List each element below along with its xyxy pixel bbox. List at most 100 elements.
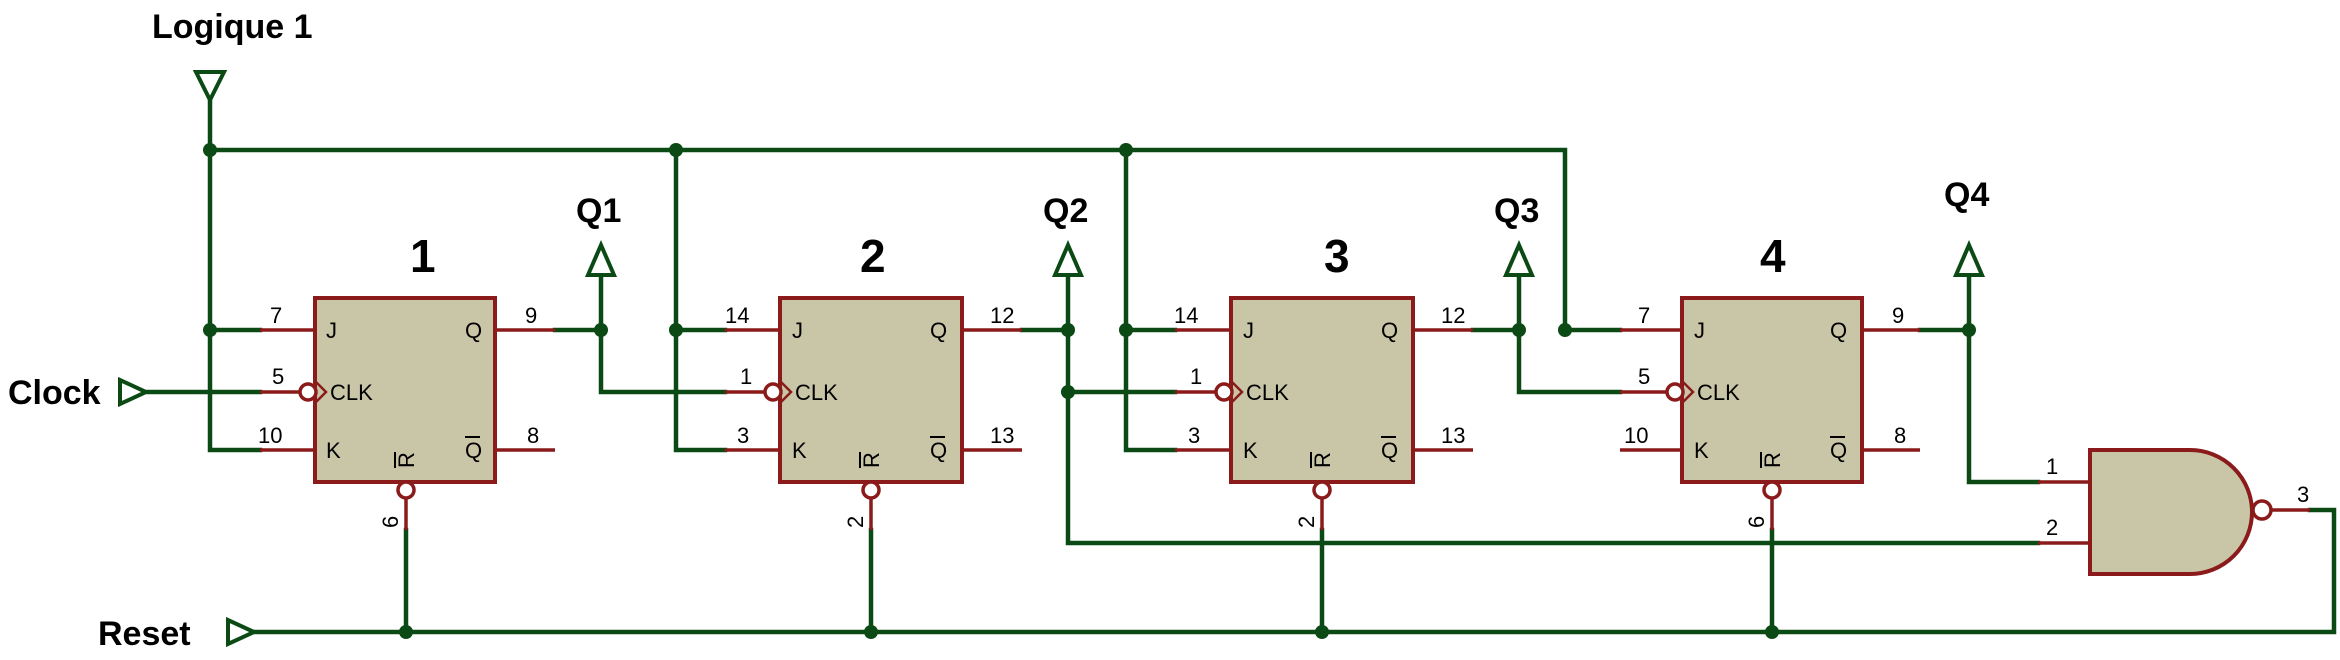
junction-dot	[594, 323, 608, 337]
pin-r-number: 6	[378, 516, 403, 528]
reset-inversion-bubble-icon	[1762, 480, 1782, 500]
flipflop-title: 2	[860, 230, 886, 282]
pin-qbar-number: 13	[990, 423, 1014, 448]
flipflop-title: 1	[410, 230, 436, 282]
junction-dot	[1061, 323, 1075, 337]
junction-dot	[1765, 625, 1779, 639]
pin-j-number: 14	[725, 303, 749, 328]
logic-high-label: Logique 1	[152, 8, 313, 46]
jk-flipflop-1: 1 J CLK K Q Q R 7 5 10 9 8 6	[258, 230, 555, 530]
pin-k-number: 3	[737, 423, 749, 448]
pin-q-number: 9	[1892, 303, 1904, 328]
logic-high-vertical-wire	[207, 97, 263, 453]
junction-dot	[864, 625, 878, 639]
pin-clk-label: CLK	[1697, 380, 1740, 405]
pin-k-label: K	[1694, 438, 1709, 463]
pin-qbar-number: 8	[1894, 423, 1906, 448]
pin-r-number: 2	[843, 516, 868, 528]
q2-label: Q2	[1043, 192, 1088, 230]
clk-inversion-bubble-icon	[1214, 382, 1234, 402]
nand-in1-number: 1	[2046, 454, 2058, 479]
junction-dot	[669, 323, 683, 337]
clk-inversion-bubble-icon	[298, 382, 318, 402]
reset-label: Reset	[98, 615, 191, 653]
pin-r-number: 6	[1744, 516, 1769, 528]
clk-edge-triangle-icon	[780, 381, 793, 403]
pin-qbar-label: Q	[1381, 438, 1398, 463]
clock-terminal-icon	[118, 376, 151, 408]
reset-bus-wire	[252, 507, 2337, 635]
pin-j-number: 14	[1174, 303, 1198, 328]
q2-nand-wire	[1065, 389, 2041, 546]
pin-q-label: Q	[930, 318, 947, 343]
nand-gate-body-icon	[2088, 448, 2254, 576]
flipflop-body	[313, 296, 497, 484]
pin-k-label: K	[792, 438, 807, 463]
junctions	[203, 143, 1976, 639]
pin-q-label: Q	[1381, 318, 1398, 343]
logic-high-bus-wire	[207, 147, 1623, 333]
clk-edge-triangle-icon	[315, 381, 328, 403]
pin-q-label: Q	[1830, 318, 1847, 343]
pin-clk-number: 1	[740, 364, 752, 389]
pin-qbar-number: 13	[1441, 423, 1465, 448]
pin-q-label: Q	[465, 318, 482, 343]
q4-label: Q4	[1944, 176, 1989, 214]
q1-probe-icon	[584, 239, 618, 277]
q3-probe-icon	[1502, 239, 1536, 277]
q2-probe-icon	[1051, 239, 1085, 277]
pin-qbar-label: Q	[930, 438, 947, 463]
junction-dot	[1061, 385, 1075, 399]
jk-flipflop-4: 4 J CLK K Q Q R 7 5 10 9 8 6	[1620, 230, 1920, 530]
pin-k-number: 10	[258, 423, 282, 448]
q4-wire	[1917, 327, 2041, 485]
pin-qbar-number: 8	[527, 423, 539, 448]
jk-flipflop-2: 2 J CLK K Q Q R 14 1 3 12 13 2	[725, 230, 1022, 530]
ff2-jk-wire	[673, 147, 728, 453]
clock-label: Clock	[8, 374, 101, 412]
pin-q-number: 12	[990, 303, 1014, 328]
pin-clk-label: CLK	[330, 380, 373, 405]
flipflop-title: 3	[1324, 230, 1350, 282]
reset-inversion-bubble-icon	[861, 480, 881, 500]
junction-dot	[399, 625, 413, 639]
pin-r-number: 2	[1294, 516, 1319, 528]
junction-dot	[203, 323, 217, 337]
q4-probe-icon	[1952, 239, 1986, 277]
wires	[142, 97, 2337, 635]
pin-k-number: 10	[1624, 423, 1648, 448]
pin-qbar-label: Q	[1830, 438, 1847, 463]
flipflop-title: 4	[1760, 230, 1786, 282]
pin-k-label: K	[326, 438, 341, 463]
logic-high-terminal-icon	[192, 70, 228, 105]
q2-wire	[1019, 327, 1178, 395]
pin-q-number: 9	[525, 303, 537, 328]
pin-k-number: 3	[1188, 423, 1200, 448]
pin-j-label: J	[792, 318, 803, 343]
pin-j-number: 7	[1638, 303, 1650, 328]
nand-output-bubble-icon	[2251, 499, 2273, 521]
pin-qbar-label: Q	[465, 438, 482, 463]
terminals: Logique 1 Clock Reset Q1 Q2 Q3 Q4	[8, 8, 1989, 653]
junction-dot	[203, 143, 217, 157]
pin-r-label: R	[394, 452, 419, 468]
q3-label: Q3	[1494, 192, 1539, 230]
pin-clk-label: CLK	[795, 380, 838, 405]
junction-dot	[1119, 143, 1133, 157]
junction-dot	[669, 143, 683, 157]
pin-k-label: K	[1243, 438, 1258, 463]
pin-r-label: R	[859, 452, 884, 468]
clk-inversion-bubble-icon	[763, 382, 783, 402]
junction-dot	[1119, 323, 1133, 337]
junction-dot	[1558, 323, 1572, 337]
ff3-jk-wire	[1123, 147, 1178, 453]
reset-inversion-bubble-icon	[1312, 480, 1332, 500]
clk-edge-triangle-icon	[1231, 381, 1244, 403]
pin-j-label: J	[1694, 318, 1705, 343]
junction-dot	[1315, 625, 1329, 639]
pin-j-label: J	[1243, 318, 1254, 343]
q1-wire	[552, 327, 728, 395]
flipflop-body	[778, 296, 964, 484]
nand-out-number: 3	[2297, 482, 2309, 507]
reset-inversion-bubble-icon	[396, 480, 416, 500]
